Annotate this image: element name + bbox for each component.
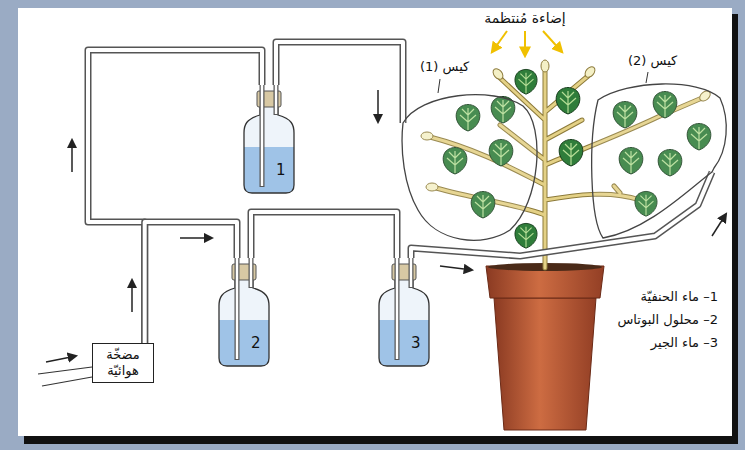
tube-bore — [251, 212, 397, 258]
flow-arrow — [131, 280, 133, 312]
flask-outline — [244, 107, 294, 193]
dip-tube — [250, 258, 253, 287]
dip-tube — [249, 258, 254, 288]
leaf — [559, 140, 583, 167]
dip-tube — [410, 258, 413, 287]
light-arrow — [524, 31, 526, 56]
leader-line — [438, 79, 440, 93]
bag-drawing — [588, 80, 728, 245]
leaf — [515, 69, 537, 94]
flask-number: 3 — [411, 334, 421, 352]
flow-arrow — [46, 356, 76, 362]
dip-tube — [395, 258, 400, 360]
bag-outline — [402, 95, 537, 241]
intake-line — [42, 377, 92, 386]
flask-glass — [379, 280, 429, 366]
air-intake — [38, 367, 92, 386]
bag-label: كيس (2) — [628, 52, 677, 69]
light-arrow — [543, 31, 562, 52]
dip-tube — [275, 85, 278, 114]
bud — [541, 60, 549, 72]
bag-label: كيس (1) — [420, 58, 469, 75]
flask-liquid — [379, 320, 429, 366]
dip-tube — [261, 85, 264, 186]
intake-line — [38, 367, 92, 374]
flask-outline — [219, 280, 269, 366]
dip-tube — [235, 258, 240, 360]
plastic-bag: كيس (1) — [398, 88, 543, 243]
flow-arrow — [712, 214, 726, 236]
dip-tube — [274, 85, 279, 115]
bag-outline — [592, 84, 727, 238]
flask-drawing — [375, 258, 433, 368]
tube-wall — [276, 42, 403, 123]
air-pump-box: مضخّة هوائيّة — [92, 343, 154, 383]
bud — [491, 67, 505, 81]
frame-ground — [18, 8, 732, 436]
flask-number: 1 — [276, 161, 286, 179]
dip-tube — [236, 258, 239, 359]
flow-arrow — [71, 140, 73, 172]
tube — [251, 212, 397, 258]
key-item: 2– محلول البوتاس — [580, 311, 718, 329]
key-item: 3– ماء الجير — [580, 334, 718, 352]
flask-drawing — [240, 85, 298, 195]
flow-arrow — [377, 90, 379, 122]
tube-wall — [251, 212, 397, 258]
flask: 1 — [240, 85, 298, 195]
flask-outline — [379, 280, 429, 366]
pump-label: مضخّة هوائيّة — [97, 347, 149, 379]
flask-liquid — [244, 147, 294, 193]
flask-glass — [219, 280, 269, 366]
flask-number: 2 — [251, 334, 261, 352]
dip-tube — [396, 258, 399, 359]
lighting-label: إضاءة مُنتظمة — [455, 9, 595, 27]
pot-body — [494, 298, 596, 430]
leader-lines — [438, 72, 648, 93]
flask-glass — [244, 107, 294, 193]
tube-bore — [276, 42, 403, 123]
bag-drawing — [398, 88, 543, 243]
leaf — [556, 88, 580, 115]
plastic-bag: كيس (2) — [588, 80, 728, 245]
flask: 2 — [215, 258, 273, 368]
leaf — [515, 223, 537, 248]
leader-line — [646, 72, 648, 83]
key-item: 1– ماء الحنفيّة — [580, 288, 718, 306]
flask: 3 — [375, 258, 433, 368]
bud — [583, 65, 597, 79]
light-arrow — [492, 31, 507, 52]
flow-arrow — [180, 237, 212, 239]
dip-tube — [260, 85, 265, 187]
flask-liquid — [219, 320, 269, 366]
flow-arrow — [440, 266, 472, 270]
tube — [276, 42, 403, 123]
light-arrows — [492, 31, 562, 56]
dip-tube — [409, 258, 414, 288]
flask-drawing — [215, 258, 273, 368]
